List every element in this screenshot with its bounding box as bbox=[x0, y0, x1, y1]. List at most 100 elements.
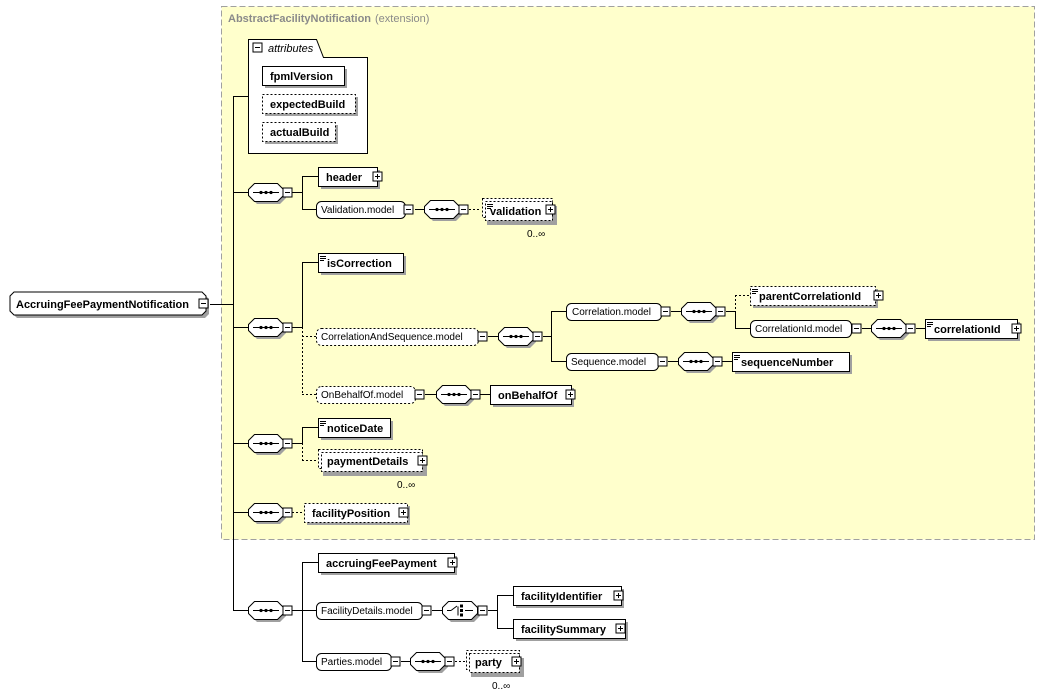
party-cardinality: 0..∞ bbox=[492, 681, 510, 692]
expand-plus-icon[interactable] bbox=[417, 455, 428, 466]
sequence-compositor[interactable] bbox=[436, 385, 475, 407]
element-party[interactable]: party bbox=[466, 650, 525, 678]
collapse-minus-icon[interactable] bbox=[477, 331, 488, 342]
collapse-minus-icon[interactable] bbox=[282, 438, 293, 449]
group-correlation-model[interactable]: Correlation.model bbox=[566, 303, 662, 321]
expand-plus-icon[interactable] bbox=[398, 507, 409, 518]
collapse-minus-icon[interactable] bbox=[421, 605, 432, 616]
sequence-compositor[interactable] bbox=[248, 318, 287, 340]
collapse-minus-icon[interactable] bbox=[532, 331, 543, 342]
sequence-compositor[interactable] bbox=[424, 200, 463, 222]
extension-base-name: AbstractFacilityNotification bbox=[228, 13, 371, 25]
expand-plus-icon[interactable] bbox=[1011, 323, 1022, 334]
expand-plus-icon[interactable] bbox=[545, 204, 556, 215]
attribute-fpmlVersion: fpmlVersion bbox=[270, 71, 333, 83]
expand-plus-icon[interactable] bbox=[613, 590, 624, 601]
collapse-minus-icon[interactable] bbox=[477, 605, 488, 616]
expand-plus-icon[interactable] bbox=[873, 290, 884, 301]
expand-plus-icon[interactable] bbox=[447, 557, 458, 568]
svg-text:isCorrection: isCorrection bbox=[327, 258, 392, 270]
collapse-minus-icon[interactable] bbox=[282, 187, 293, 198]
svg-text:paymentDetails: paymentDetails bbox=[327, 456, 408, 468]
group-onBehalfOf-model[interactable]: OnBehalfOf.model bbox=[316, 386, 416, 404]
svg-text:parentCorrelationId: parentCorrelationId bbox=[759, 291, 861, 303]
root-label: AccruingFeePaymentNotification bbox=[16, 299, 189, 311]
collapse-minus-icon[interactable] bbox=[851, 323, 862, 334]
attribute-actualBuild: actualBuild bbox=[270, 127, 329, 139]
collapse-minus-icon[interactable] bbox=[282, 605, 293, 616]
extension-suffix: (extension) bbox=[375, 13, 429, 25]
svg-text:facilitySummary: facilitySummary bbox=[521, 624, 607, 636]
element-sequenceNumber[interactable]: sequenceNumber bbox=[732, 352, 853, 375]
svg-text:OnBehalfOf.model: OnBehalfOf.model bbox=[321, 390, 403, 401]
sequence-compositor[interactable] bbox=[248, 503, 287, 525]
collapse-minus-icon[interactable] bbox=[470, 389, 481, 400]
group-correlation-and-sequence-model[interactable]: CorrelationAndSequence.model bbox=[316, 328, 479, 346]
group-validation-model[interactable]: Validation.model bbox=[316, 201, 406, 219]
element-facilityIdentifier[interactable]: facilityIdentifier bbox=[513, 586, 625, 609]
expand-plus-icon[interactable] bbox=[615, 623, 626, 634]
element-isCorrection[interactable]: isCorrection bbox=[318, 253, 407, 276]
sequence-compositor[interactable] bbox=[681, 302, 720, 324]
svg-text:Sequence.model: Sequence.model bbox=[571, 357, 646, 368]
root-element[interactable]: AccruingFeePaymentNotification bbox=[9, 291, 209, 318]
element-noticeDate[interactable]: noticeDate bbox=[318, 418, 394, 441]
svg-text:CorrelationId.model: CorrelationId.model bbox=[755, 324, 842, 335]
connector-lines bbox=[210, 96, 925, 662]
collapse-minus-icon[interactable] bbox=[403, 204, 414, 215]
element-onBehalfOf[interactable]: onBehalfOf bbox=[490, 385, 575, 408]
collapse-minus-icon[interactable] bbox=[414, 389, 425, 400]
element-paymentDetails[interactable]: paymentDetails bbox=[318, 449, 428, 477]
collapse-minus-icon[interactable] bbox=[715, 306, 726, 317]
svg-text:party: party bbox=[475, 657, 503, 669]
sequence-compositor[interactable] bbox=[248, 601, 287, 623]
element-parentCorrelationId[interactable]: parentCorrelationId bbox=[750, 286, 879, 309]
collapse-minus-icon[interactable] bbox=[657, 356, 668, 367]
sequence-compositor[interactable] bbox=[248, 183, 287, 205]
svg-text:Correlation.model: Correlation.model bbox=[572, 307, 651, 318]
collapse-minus-icon[interactable] bbox=[282, 507, 293, 518]
expand-plus-icon[interactable] bbox=[372, 171, 383, 182]
sequence-compositor[interactable] bbox=[678, 352, 717, 374]
svg-text:sequenceNumber: sequenceNumber bbox=[741, 357, 834, 369]
element-correlationId[interactable]: correlationId bbox=[925, 319, 1021, 342]
sequence-compositor[interactable] bbox=[498, 327, 537, 349]
choice-compositor[interactable] bbox=[442, 601, 481, 623]
attributes-group: attributes fpmlVersion expectedBuild act… bbox=[248, 39, 368, 154]
svg-text:CorrelationAndSequence.model: CorrelationAndSequence.model bbox=[321, 332, 463, 343]
element-accruingFeePayment[interactable]: accruingFeePayment bbox=[318, 553, 458, 576]
collapse-minus-icon[interactable] bbox=[458, 204, 469, 215]
svg-text:facilityIdentifier: facilityIdentifier bbox=[521, 591, 603, 603]
group-correlationId-model[interactable]: CorrelationId.model bbox=[750, 320, 852, 338]
element-facilitySummary[interactable]: facilitySummary bbox=[513, 619, 629, 642]
svg-text:Validation.model: Validation.model bbox=[321, 205, 394, 216]
element-facilityPosition[interactable]: facilityPosition bbox=[304, 503, 411, 526]
collapse-minus-icon[interactable] bbox=[660, 306, 671, 317]
collapse-minus-icon[interactable] bbox=[444, 656, 455, 667]
sequence-compositor[interactable] bbox=[871, 319, 910, 341]
group-sequence-model[interactable]: Sequence.model bbox=[566, 353, 659, 371]
group-facilityDetails-model[interactable]: FacilityDetails.model bbox=[316, 602, 423, 620]
paymentDetails-cardinality: 0..∞ bbox=[397, 480, 415, 491]
collapse-minus-icon[interactable] bbox=[390, 656, 401, 667]
expand-plus-icon[interactable] bbox=[511, 656, 522, 667]
svg-text:validation: validation bbox=[490, 206, 542, 218]
element-header[interactable]: header bbox=[318, 167, 381, 190]
collapse-minus-icon[interactable] bbox=[905, 323, 916, 334]
sequence-compositor[interactable] bbox=[410, 652, 449, 674]
svg-text:noticeDate: noticeDate bbox=[327, 423, 383, 435]
collapse-minus-icon[interactable] bbox=[198, 298, 209, 309]
collapse-minus-icon[interactable] bbox=[252, 42, 263, 53]
expand-plus-icon[interactable] bbox=[565, 389, 576, 400]
sequence-compositor[interactable] bbox=[248, 434, 287, 456]
collapse-minus-icon[interactable] bbox=[712, 356, 723, 367]
svg-text:onBehalfOf: onBehalfOf bbox=[498, 390, 558, 402]
svg-text:facilityPosition: facilityPosition bbox=[312, 508, 391, 520]
attribute-expectedBuild: expectedBuild bbox=[270, 99, 345, 111]
svg-text:accruingFeePayment: accruingFeePayment bbox=[326, 558, 437, 570]
group-parties-model[interactable]: Parties.model bbox=[316, 653, 392, 671]
collapse-minus-icon[interactable] bbox=[282, 322, 293, 333]
validation-cardinality: 0..∞ bbox=[527, 229, 545, 240]
attributes-title: attributes bbox=[268, 43, 314, 55]
